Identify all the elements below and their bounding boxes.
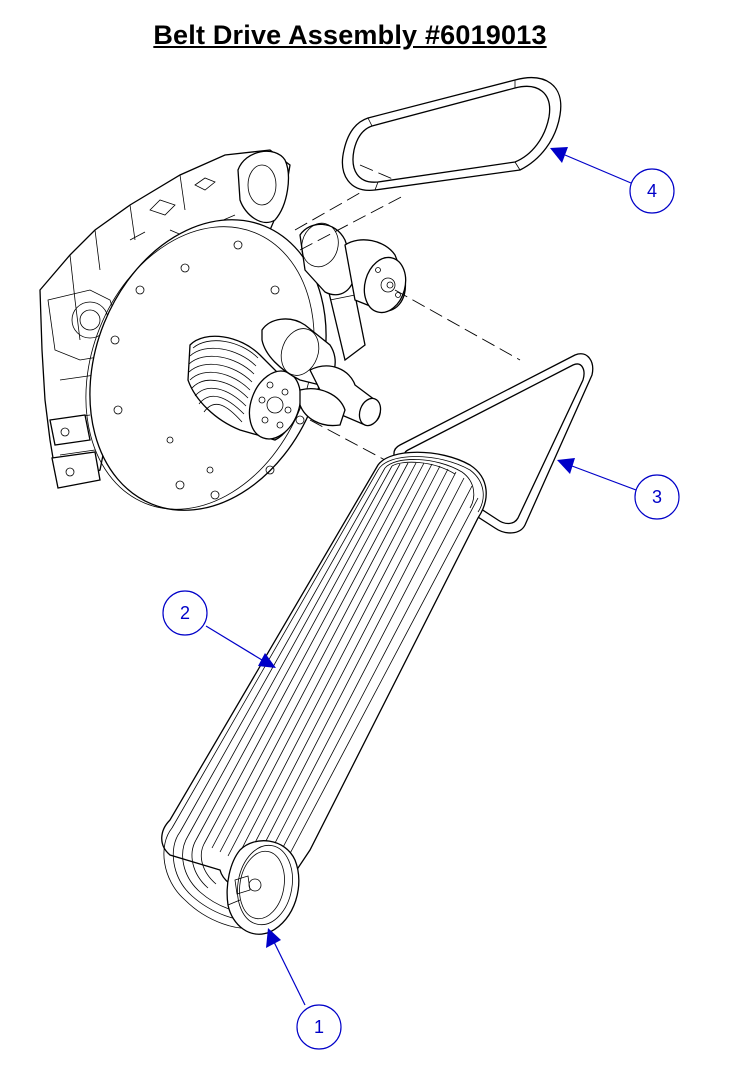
drive-pulley — [187, 335, 302, 441]
belt-main — [161, 451, 487, 929]
upper-pulley — [299, 222, 407, 314]
callout-1-label: 1 — [314, 1017, 324, 1037]
page-title: Belt Drive Assembly #6019013 — [153, 20, 547, 50]
callout-2-label: 2 — [180, 603, 190, 623]
callout-4-label: 4 — [647, 181, 657, 201]
bottom-pulley — [226, 840, 300, 935]
center-lines — [294, 164, 521, 461]
flywheel-bolts — [110, 240, 305, 500]
callout-3: 3 — [557, 458, 680, 520]
callout-3-label: 3 — [652, 487, 662, 507]
callout-4: 4 — [550, 147, 675, 214]
belt-small — [341, 77, 562, 191]
callout-2: 2 — [162, 590, 276, 668]
callout-1: 1 — [266, 928, 342, 1050]
